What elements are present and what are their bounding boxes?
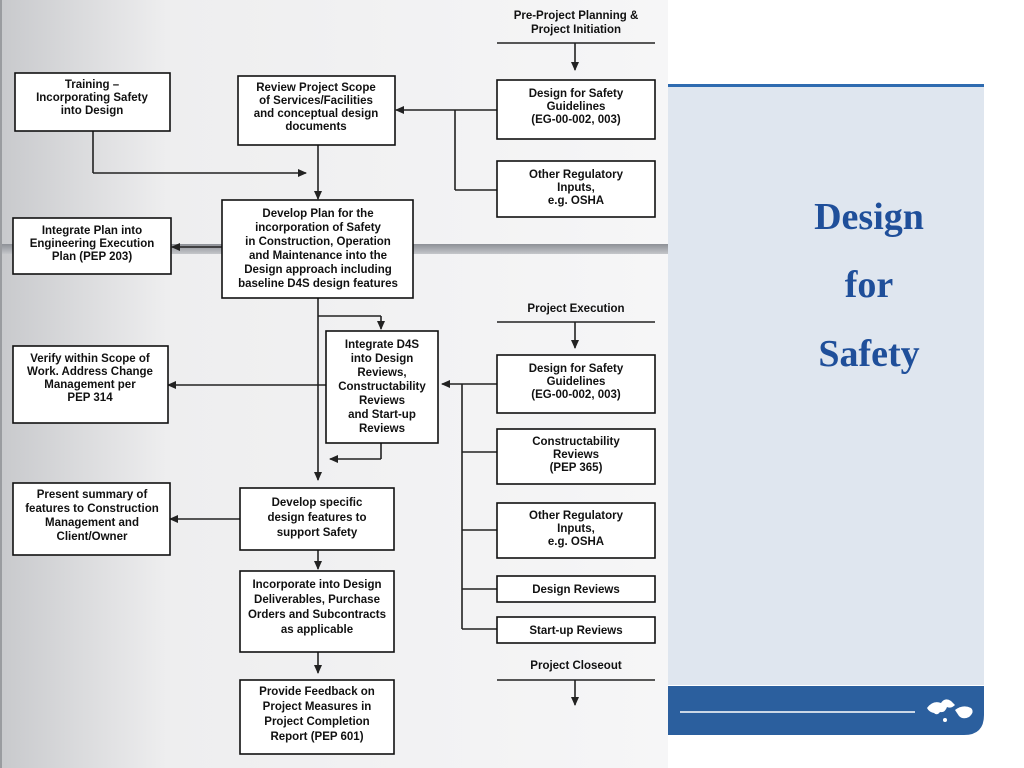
title-line-3: Safety (818, 333, 919, 375)
header-pre-project: Pre-Project Planning &Project Initiation (514, 10, 639, 36)
svg-text:Start-up Reviews: Start-up Reviews (529, 625, 622, 637)
box-design-reviews: Design Reviews (496, 575, 656, 603)
svg-text:Design Reviews: Design Reviews (532, 584, 620, 596)
header-project-execution: Project Execution (527, 303, 624, 315)
header-project-closeout: Project Closeout (530, 660, 622, 672)
footer-bar (668, 686, 984, 735)
slide-title: Design for Safety (814, 196, 924, 375)
box-startup-reviews: Start-up Reviews (496, 616, 656, 644)
connectors (92, 42, 655, 706)
accent-line (668, 84, 984, 87)
title-panel (668, 85, 984, 685)
left-edge (0, 0, 2, 768)
title-line-1: Design (814, 196, 924, 238)
title-line-2: for (845, 264, 894, 306)
globe-icon (927, 699, 973, 722)
